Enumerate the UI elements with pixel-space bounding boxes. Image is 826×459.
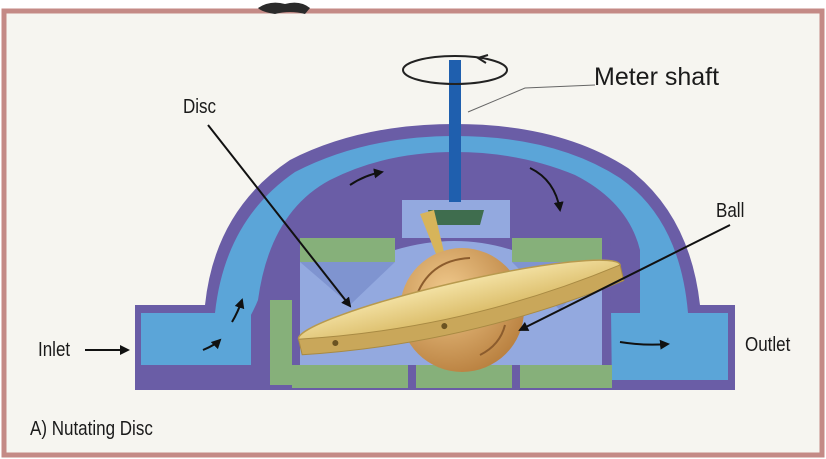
disc-label: Disc <box>183 96 216 119</box>
inlet-channel <box>141 313 251 365</box>
inlet-label: Inlet <box>38 339 70 362</box>
ball-label: Ball <box>716 200 744 223</box>
chamber-post-left <box>408 365 416 389</box>
meter-shaft-label: Meter shaft <box>594 63 719 92</box>
outlet-channel <box>600 313 728 371</box>
chamber-post-right <box>512 365 520 389</box>
base-fill-left <box>300 238 395 262</box>
meter-shaft <box>449 60 461 202</box>
figure-caption: A) Nutating Disc <box>30 418 153 441</box>
base-fill-inlet <box>270 300 292 385</box>
base-fill-right <box>512 238 602 262</box>
outlet-label: Outlet <box>745 334 790 357</box>
